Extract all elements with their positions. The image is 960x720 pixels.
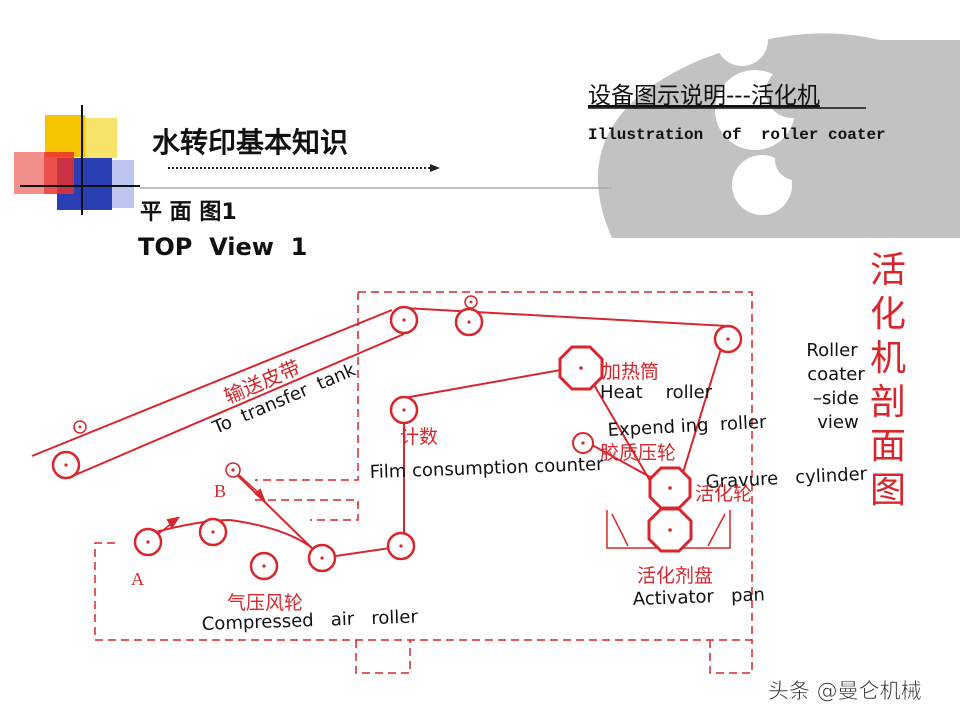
air-roller-label-cn: 气压风轮 [227, 592, 303, 614]
machine-frame [94, 291, 753, 674]
svg-text:coater: coater [807, 364, 865, 385]
point-b-label: B [214, 481, 226, 501]
heat-roller-label-cn: 加热筒 [602, 361, 659, 383]
view-title-cn: 平 面 图1 [140, 200, 237, 225]
background-logo [597, 14, 960, 239]
expending-roller-label: Expend ing roller [607, 412, 767, 441]
main-title: 水转印基本知识 [152, 126, 348, 159]
side-vertical-char: 剖 [870, 382, 906, 423]
point-a-label: A [131, 569, 144, 589]
side-vertical-char: 机 [870, 338, 906, 379]
svg-text:view: view [817, 412, 858, 433]
activation-roller-label-cn: 活化轮 [695, 483, 752, 505]
side-vertical-title: 活 化 机 剖 面 图 [870, 250, 906, 511]
slide-title-cn: 设备图示说明---活化机 [588, 83, 820, 109]
side-vertical-char: 面 [870, 426, 906, 467]
roller-centers [64, 300, 730, 568]
svg-text:Roller: Roller [806, 340, 858, 361]
conveyor-belt [31, 309, 405, 479]
view-title-en: TOP View 1 [138, 233, 307, 261]
watermark-text: 头条 @曼仑机械 [768, 679, 922, 703]
side-vertical-char: 化 [870, 294, 906, 335]
svg-text:–side: –side [813, 388, 859, 409]
activator-pan-label-en: Activator pan [632, 584, 765, 610]
side-view-label: Roller coater –side view [806, 340, 865, 433]
heat-roller-label-en: Heat roller [600, 382, 713, 403]
side-vertical-char: 图 [870, 470, 906, 511]
slide-title-en: Illustration of roller coater [588, 126, 886, 144]
counter-label-cn: 计数 [400, 426, 438, 448]
side-vertical-char: 活 [870, 250, 906, 291]
activator-pan-label-cn: 活化剂盘 [637, 565, 713, 587]
corner-logo-squares [14, 105, 140, 215]
rubber-roller-label-cn: 胶质压轮 [600, 442, 676, 464]
